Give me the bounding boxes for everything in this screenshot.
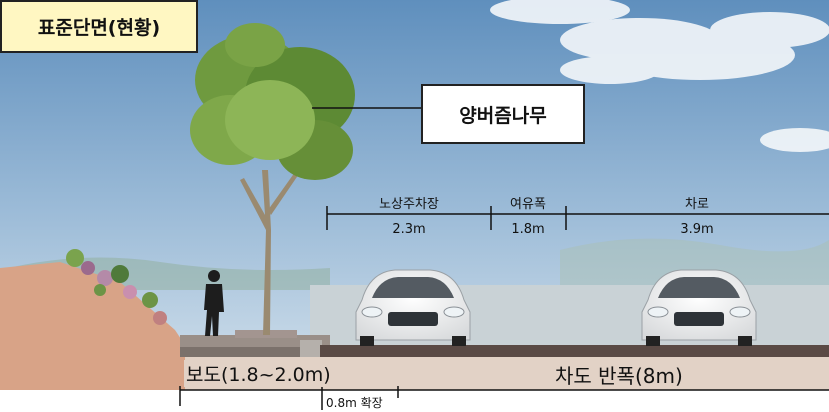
road-subbase xyxy=(320,357,829,390)
sidewalk-base xyxy=(180,347,330,357)
slope-plants xyxy=(66,249,167,325)
clouds xyxy=(490,0,829,152)
segment-name-clearance: 여유폭 xyxy=(510,197,546,212)
segment-name-parking: 노상주차장 xyxy=(379,197,439,212)
sidewalk-width-label: 보도(1.8~2.0m) xyxy=(184,360,333,387)
segment-width-clearance: 1.8m xyxy=(511,222,545,237)
section-title: 표준단면(현황) xyxy=(0,0,198,53)
asphalt-road xyxy=(320,345,829,357)
plane-tree xyxy=(190,23,355,335)
extension-label: 0.8m 확장 xyxy=(326,396,383,410)
top-dimension-lines xyxy=(326,206,829,230)
pedestrian xyxy=(204,270,224,336)
tree-species-label: 양버즘나무 xyxy=(421,84,585,144)
bottom-dimension-lines xyxy=(179,386,829,410)
segment-name-lane: 차로 xyxy=(685,197,709,212)
half-roadway-label: 차도 반폭(8m) xyxy=(555,364,683,388)
car-travel-lane xyxy=(641,269,757,346)
segment-width-lane: 3.9m xyxy=(680,222,714,237)
distant-trees-right xyxy=(560,238,829,300)
embankment-slope xyxy=(0,262,185,390)
segment-width-parking: 2.3m xyxy=(392,222,426,237)
car-parked xyxy=(355,269,471,346)
